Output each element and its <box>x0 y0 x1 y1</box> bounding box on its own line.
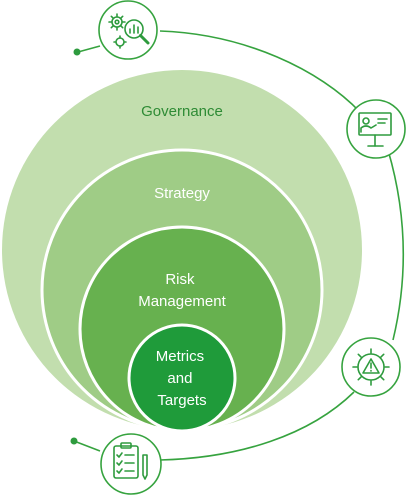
presentation-board-icon <box>346 99 406 159</box>
gears-magnifier-icon <box>98 0 158 60</box>
gear-warning-icon <box>341 337 401 397</box>
orbit-arc-top <box>159 30 361 113</box>
orbit-arc-right <box>387 149 405 341</box>
governance-label: Governance <box>141 103 223 120</box>
risk-management-label: Risk Management <box>138 271 226 310</box>
orbit-arc-bottom <box>159 391 355 461</box>
orbit-path <box>73 30 405 461</box>
bottom-connector-line <box>73 440 101 452</box>
metrics-targets-ring <box>127 323 237 433</box>
top-connector-dot <box>73 48 81 56</box>
nested-rings <box>2 70 362 433</box>
checklist-clipboard-icon <box>100 433 162 495</box>
bottom-connector-dot <box>70 437 78 445</box>
strategy-label: Strategy <box>154 185 210 202</box>
top-connector-line <box>77 45 101 53</box>
metrics-targets-label: Metrics and Targets <box>156 348 209 409</box>
